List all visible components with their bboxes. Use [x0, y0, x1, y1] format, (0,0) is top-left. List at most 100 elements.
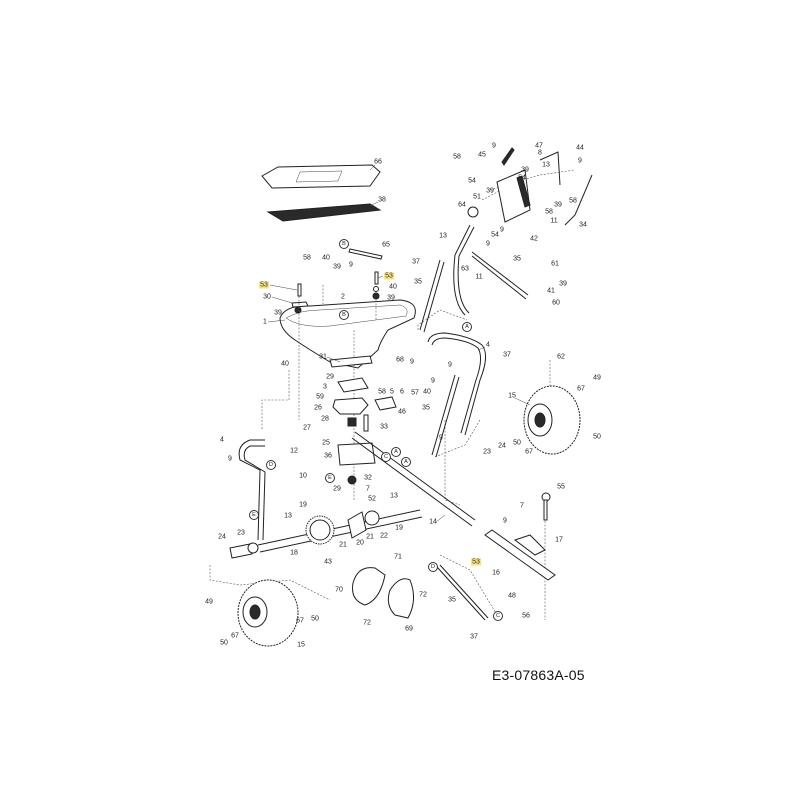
part-label: 9	[431, 377, 435, 385]
part-label: 11	[550, 217, 558, 225]
part-label: 23	[237, 529, 245, 537]
part-label: 26	[314, 404, 322, 412]
part-label: 52	[368, 495, 376, 503]
bolts	[291, 271, 380, 314]
part-label: 7	[366, 485, 370, 493]
part-label: 50	[513, 439, 521, 447]
part-label: 4	[486, 341, 490, 349]
part-label: 39	[559, 280, 567, 288]
part-label: 60	[552, 299, 560, 307]
part-label: 72	[363, 619, 371, 627]
part-label: 31	[319, 353, 327, 361]
part-label: 45	[478, 151, 486, 159]
part-label: 40	[281, 360, 289, 368]
part-label: 63	[461, 265, 469, 273]
part-label: 20	[356, 539, 364, 547]
part-label: 37	[412, 258, 420, 266]
part-label: 22	[380, 532, 388, 540]
diagram-code: E3-07863A-05	[492, 667, 585, 683]
part-label: 9	[410, 358, 414, 366]
part-label: 9	[349, 261, 353, 269]
part-label: 24	[498, 442, 506, 450]
part-label: 38	[378, 196, 386, 204]
reference-marker-icon: B	[339, 310, 349, 320]
gearbox-assembly	[329, 355, 397, 485]
part-label: 54	[518, 174, 526, 182]
leader-lines	[267, 164, 531, 523]
part-label: 40	[322, 254, 330, 262]
part-label: 39	[387, 294, 395, 302]
reference-marker-icon: C	[493, 611, 503, 621]
part-label: 25	[322, 439, 330, 447]
reference-marker-icon: D	[428, 562, 438, 572]
part-label: 54	[491, 231, 499, 239]
reference-marker-icon: E	[325, 473, 335, 483]
left-handle-tube	[238, 439, 266, 541]
part-label: 49	[593, 374, 601, 382]
part-label: 42	[530, 235, 538, 243]
part-label: 62	[557, 353, 565, 361]
mounting-bracket	[484, 492, 556, 581]
part-label: 35	[414, 278, 422, 286]
part-label: 2	[341, 293, 345, 301]
highlighted-part-label: 53	[384, 272, 394, 280]
reference-marker-icon: C	[381, 452, 391, 462]
part-label: 35	[448, 596, 456, 604]
part-label: 21	[339, 541, 347, 549]
part-label: 1	[263, 318, 267, 326]
reference-marker-icon: A	[391, 447, 401, 457]
part-label: 67	[525, 448, 533, 456]
part-label: 65	[382, 241, 390, 249]
part-label: 51	[473, 193, 481, 201]
part-label: 39	[274, 309, 282, 317]
part-label: 39	[521, 166, 529, 174]
reference-marker-icon: A	[401, 457, 411, 467]
part-label: 9	[228, 455, 232, 463]
part-label: 13	[284, 512, 292, 520]
part-label: 37	[503, 351, 511, 359]
spinner-halves	[352, 567, 414, 619]
hopper-lid	[261, 164, 381, 189]
wheel-left	[237, 579, 299, 647]
part-label: 35	[513, 255, 521, 263]
part-label: 61	[551, 260, 559, 268]
part-label: 64	[458, 201, 466, 209]
part-label: 58	[545, 208, 553, 216]
control-handle	[453, 147, 593, 316]
part-label: 50	[220, 639, 228, 647]
hopper	[279, 299, 416, 369]
part-label: 11	[475, 273, 483, 281]
part-label: 56	[522, 612, 530, 620]
handle-tube	[427, 332, 486, 436]
highlighted-part-label: 53	[259, 281, 269, 289]
wheel-right	[523, 385, 581, 455]
part-label: 10	[299, 472, 307, 480]
part-label: 67	[231, 632, 239, 640]
part-label: 30	[263, 293, 271, 301]
part-label: 49	[205, 598, 213, 606]
part-label: 67	[296, 617, 304, 625]
part-label: 23	[483, 448, 491, 456]
part-label: 39	[554, 201, 562, 209]
part-label: 57	[411, 389, 419, 397]
part-label: 37	[470, 633, 478, 641]
part-label: 27	[303, 424, 311, 432]
part-label: 70	[335, 586, 343, 594]
part-label: 33	[380, 423, 388, 431]
part-label: 59	[316, 393, 324, 401]
part-label: 4	[220, 436, 224, 444]
part-label: 9	[578, 157, 582, 165]
part-label: 9	[448, 361, 452, 369]
main-frame-tube	[351, 431, 476, 527]
part-label: 34	[579, 221, 587, 229]
part-label: 17	[555, 536, 563, 544]
part-label: 19	[299, 501, 307, 509]
part-label: 69	[405, 625, 413, 633]
part-label: 71	[394, 553, 402, 561]
part-label: 47	[535, 142, 543, 150]
reference-marker-icon: A	[462, 322, 472, 332]
part-label: 15	[297, 641, 305, 649]
axle	[229, 509, 423, 559]
part-label: 9	[439, 434, 443, 442]
